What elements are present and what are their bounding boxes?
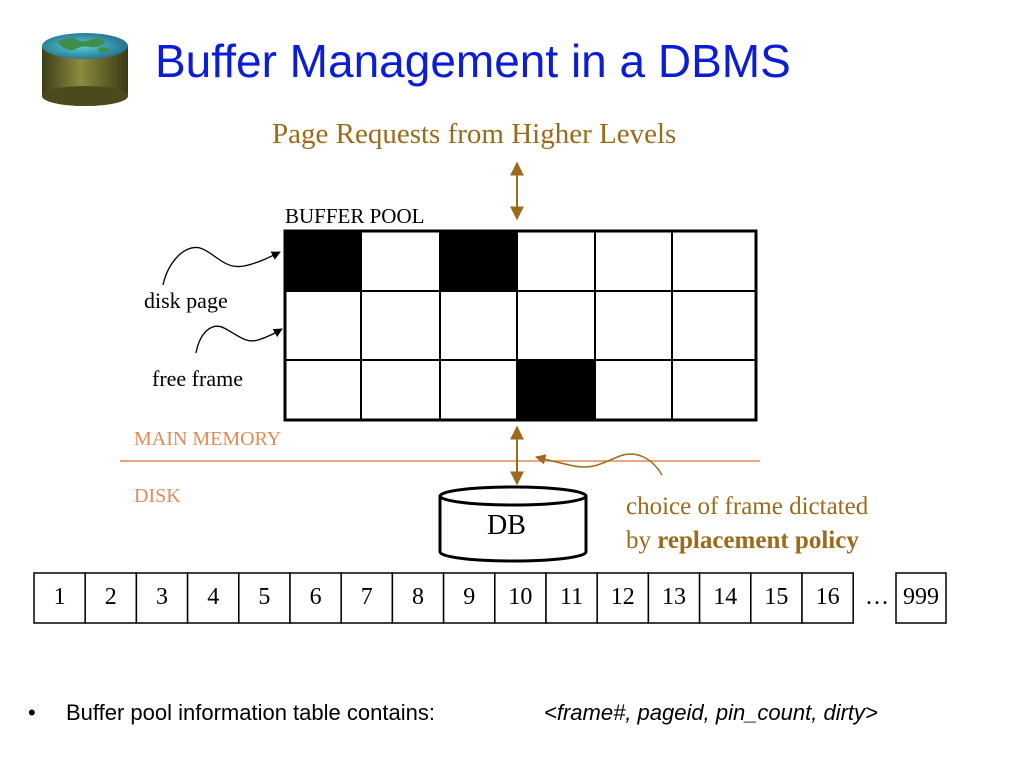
buffer-frame-free <box>671 359 757 421</box>
free-frame-pointer-arrow <box>195 325 283 354</box>
disk-page-cell <box>596 572 650 624</box>
disk-page-number: 10 <box>508 584 533 610</box>
disk-page-number: 2 <box>104 584 117 610</box>
buffer-frame-disk-page <box>439 230 518 292</box>
buffer-frame-free <box>594 359 673 421</box>
disk-page-cell <box>33 572 86 624</box>
buffer-frame-free <box>360 230 441 292</box>
disk-page-cell <box>238 572 291 624</box>
buffer-frame-free <box>671 290 757 361</box>
buffer-frame-free <box>284 359 362 421</box>
buffer-pool-grid <box>283 229 758 422</box>
disk-ellipsis: … <box>865 584 889 610</box>
disk-page-number: 5 <box>258 584 271 610</box>
disk-page-pointer-arrow <box>162 246 281 286</box>
buffer-frame-free <box>360 359 441 421</box>
disk-page-number: 11 <box>560 584 584 610</box>
disk-page-cell <box>442 572 496 624</box>
policy-line-1: choice of frame dictated <box>626 493 869 520</box>
buffer-frame-free <box>439 359 518 421</box>
page-requests-label: Page Requests from Higher Levels <box>272 118 677 150</box>
buffer-frame-free <box>516 290 596 361</box>
buffer-pool-border <box>283 229 758 422</box>
buffer-frame-free <box>439 290 518 361</box>
bullet-item: • Buffer pool information table contains… <box>28 700 878 725</box>
bullet-info: <frame#, pageid, pin_count, dirty> <box>544 700 878 725</box>
free-frame-label: free frame <box>152 366 243 391</box>
buffer-frame-free <box>284 290 362 361</box>
disk-page-number: 4 <box>207 584 220 610</box>
disk-page-cell-last <box>895 572 947 624</box>
disk-page-number: 6 <box>309 584 322 610</box>
bullet-icon: • <box>28 700 36 725</box>
bullet-text: Buffer pool information table contains: <box>66 700 435 725</box>
disk-page-number: 16 <box>815 584 840 610</box>
disk-page-number: 8 <box>411 584 424 610</box>
disk-page-strip <box>33 572 947 624</box>
disk-page-cell <box>647 572 701 624</box>
slide-title: Buffer Management in a DBMS <box>155 35 791 87</box>
db-label: DB <box>487 510 526 541</box>
replacement-policy-note: choice of frame dictated by replacement … <box>626 490 868 558</box>
buffer-pool-label: BUFFER POOL <box>285 204 425 228</box>
disk-page-number: 13 <box>661 584 686 610</box>
disk-page-cell <box>289 572 342 624</box>
db-cylinder-icon <box>438 485 588 563</box>
disk-page-number: 15 <box>764 584 789 610</box>
disk-page-cell <box>391 572 445 624</box>
policy-pointer-arrow <box>534 453 663 476</box>
disk-page-number: 7 <box>360 584 373 610</box>
disk-page-number-last: 999 <box>903 584 939 610</box>
buffer-frame-disk-page <box>516 359 596 421</box>
disk-page-cell <box>545 572 598 624</box>
disk-page-number: 12 <box>610 584 635 610</box>
disk-page-cell <box>801 572 854 624</box>
policy-bold: replacement policy <box>657 527 859 554</box>
buffer-frame-free <box>360 290 441 361</box>
disk-page-cell <box>698 572 752 624</box>
disk-page-number: 1 <box>53 584 66 610</box>
policy-prefix: by <box>626 527 658 554</box>
disk-page-cell <box>135 572 189 624</box>
buffer-frame-free <box>671 230 757 292</box>
disk-page-number: 3 <box>155 584 168 610</box>
buffer-frame-disk-page <box>284 230 362 292</box>
buffer-frame-free <box>594 290 673 361</box>
database-logo-icon <box>42 33 128 106</box>
disk-page-label: disk page <box>144 288 228 313</box>
disk-page-number: 14 <box>713 584 738 610</box>
main-memory-label: MAIN MEMORY <box>134 428 282 450</box>
policy-line-2: by replacement policy <box>626 524 868 558</box>
disk-label: DISK <box>134 485 181 507</box>
buffer-frame-free <box>516 230 596 292</box>
disk-page-number: 9 <box>463 584 476 610</box>
disk-page-cell <box>750 572 803 624</box>
buffer-frame-free <box>594 230 673 292</box>
